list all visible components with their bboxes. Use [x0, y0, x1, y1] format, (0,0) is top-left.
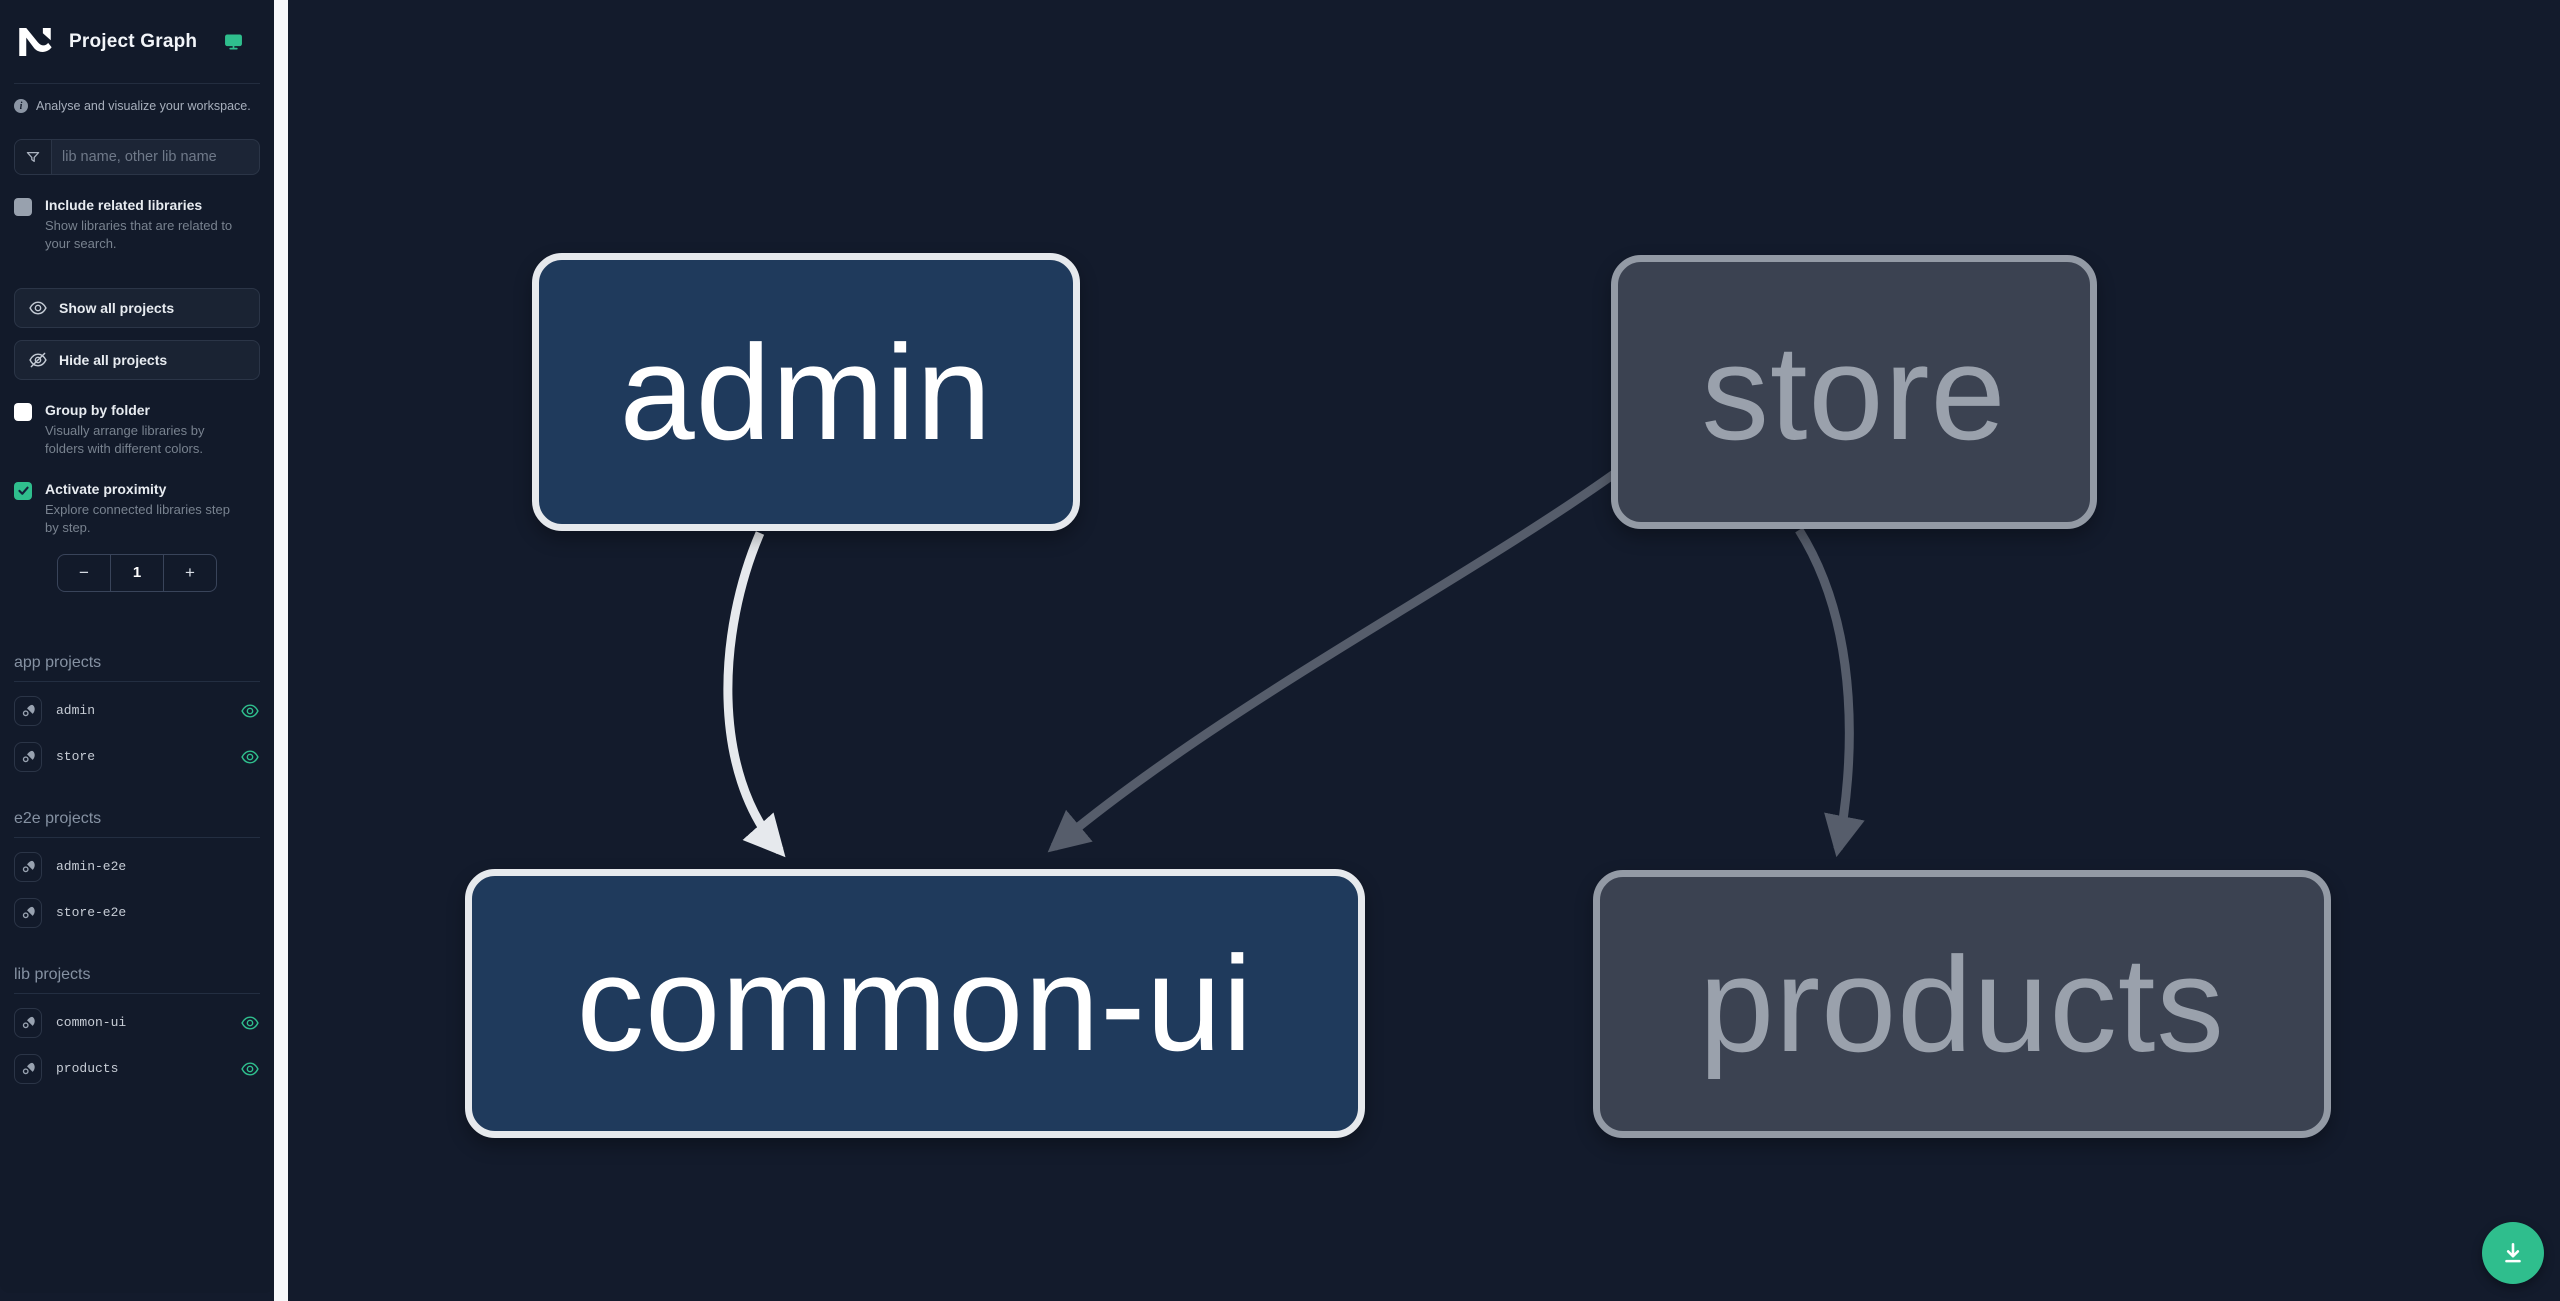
focus-project-button[interactable]: [14, 897, 42, 928]
pin-icon: [22, 861, 35, 873]
focus-project-button[interactable]: [14, 695, 42, 726]
graph-edges: [723, 470, 1865, 858]
proximity-decrement-button[interactable]: −: [58, 555, 110, 591]
edge-store-to-common-ui: [1047, 470, 1617, 853]
visibility-eye-icon[interactable]: [240, 701, 260, 721]
section-lib-projects: lib projects common-ui: [14, 966, 260, 1086]
group-by-folder-checkbox[interactable]: [14, 402, 32, 421]
pin-icon: [22, 907, 35, 919]
section-app-projects: app projects admin: [14, 654, 260, 774]
edge-admin-to-common-ui: [723, 531, 786, 858]
graph-node-products[interactable]: products: [1593, 870, 2331, 1138]
pin-icon: [22, 705, 35, 717]
nx-logo: [14, 21, 56, 63]
monitor-icon[interactable]: [224, 32, 243, 51]
search-input[interactable]: [52, 140, 259, 174]
visibility-eye-icon[interactable]: [240, 1059, 260, 1079]
visibility-eye-icon[interactable]: [240, 747, 260, 767]
project-row-admin: admin: [14, 694, 260, 728]
graph-canvas[interactable]: admin store common-ui products: [288, 0, 2560, 1301]
focus-project-button[interactable]: [14, 851, 42, 882]
graph-node-common-ui[interactable]: common-ui: [465, 869, 1365, 1138]
proximity-increment-button[interactable]: +: [164, 555, 216, 591]
download-icon: [2505, 1243, 2521, 1263]
focus-project-button[interactable]: [14, 1053, 42, 1084]
section-title: app projects: [14, 654, 260, 682]
workspace-tagline: i Analyse and visualize your workspace.: [14, 99, 260, 113]
proximity-stepper: − 1 +: [57, 553, 217, 592]
sidebar-header: Project Graph: [14, 0, 260, 84]
info-icon: i: [14, 99, 28, 113]
sidebar: Project Graph i Analyse and visualize yo…: [0, 0, 274, 1293]
include-related-checkbox[interactable]: [14, 198, 32, 216]
project-row-products: products: [14, 1052, 260, 1086]
pin-icon: [22, 1063, 35, 1075]
project-filter: [14, 139, 260, 175]
option-include-related[interactable]: Include related libraries Show libraries…: [14, 197, 260, 254]
download-image-button[interactable]: [2482, 1222, 2544, 1284]
project-row-common-ui: common-ui: [14, 1006, 260, 1040]
activate-proximity-checkbox[interactable]: [14, 481, 32, 500]
eye-slash-icon: [28, 350, 48, 370]
graph-node-store[interactable]: store: [1611, 255, 2097, 529]
focus-project-button[interactable]: [14, 741, 42, 772]
section-title: lib projects: [14, 966, 260, 994]
hide-all-projects-button[interactable]: Hide all projects: [14, 339, 260, 380]
option-group-by-folder[interactable]: Group by folder Visually arrange librari…: [14, 402, 260, 459]
pin-icon: [22, 1017, 35, 1029]
section-title: e2e projects: [14, 810, 260, 838]
pin-icon: [22, 751, 35, 763]
project-row-store-e2e: store-e2e: [14, 896, 260, 930]
app-title: Project Graph: [69, 30, 198, 52]
option-activate-proximity[interactable]: Activate proximity Explore connected lib…: [14, 481, 260, 538]
project-row-admin-e2e: admin-e2e: [14, 850, 260, 884]
edge-store-to-products: [1795, 527, 1865, 858]
graph-node-admin[interactable]: admin: [532, 253, 1080, 531]
proximity-value: 1: [110, 554, 164, 591]
sidebar-canvas-divider[interactable]: [274, 0, 288, 1301]
check-icon: [17, 486, 29, 496]
visibility-eye-icon[interactable]: [240, 1013, 260, 1033]
show-all-projects-button[interactable]: Show all projects: [14, 287, 260, 328]
eye-icon: [28, 298, 48, 318]
section-e2e-projects: e2e projects admin-e2e store-e2e: [14, 810, 260, 930]
funnel-icon: [15, 140, 52, 174]
project-row-store: store: [14, 740, 260, 774]
focus-project-button[interactable]: [14, 1007, 42, 1038]
